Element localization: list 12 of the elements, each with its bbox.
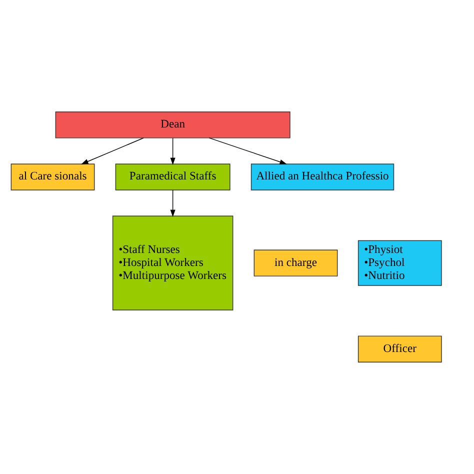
node-box: Allied an Healthca Professio bbox=[250, 164, 394, 190]
node-box: al Care sionals bbox=[10, 164, 95, 190]
node-box: in charge bbox=[254, 250, 338, 276]
arrow bbox=[170, 138, 176, 165]
node-box: •Staff Nurses •Hospital Workers •Multipurpose Workers bbox=[112, 216, 234, 310]
node-box: •Physiot •Psychol •Nutritio bbox=[358, 240, 442, 286]
arrow bbox=[170, 190, 176, 217]
node-box: Paramedical Staffs bbox=[115, 164, 230, 190]
arrow bbox=[81, 138, 144, 164]
arrow bbox=[208, 138, 287, 164]
node-box: Officer bbox=[358, 336, 442, 362]
node-box: Dean bbox=[55, 112, 290, 138]
